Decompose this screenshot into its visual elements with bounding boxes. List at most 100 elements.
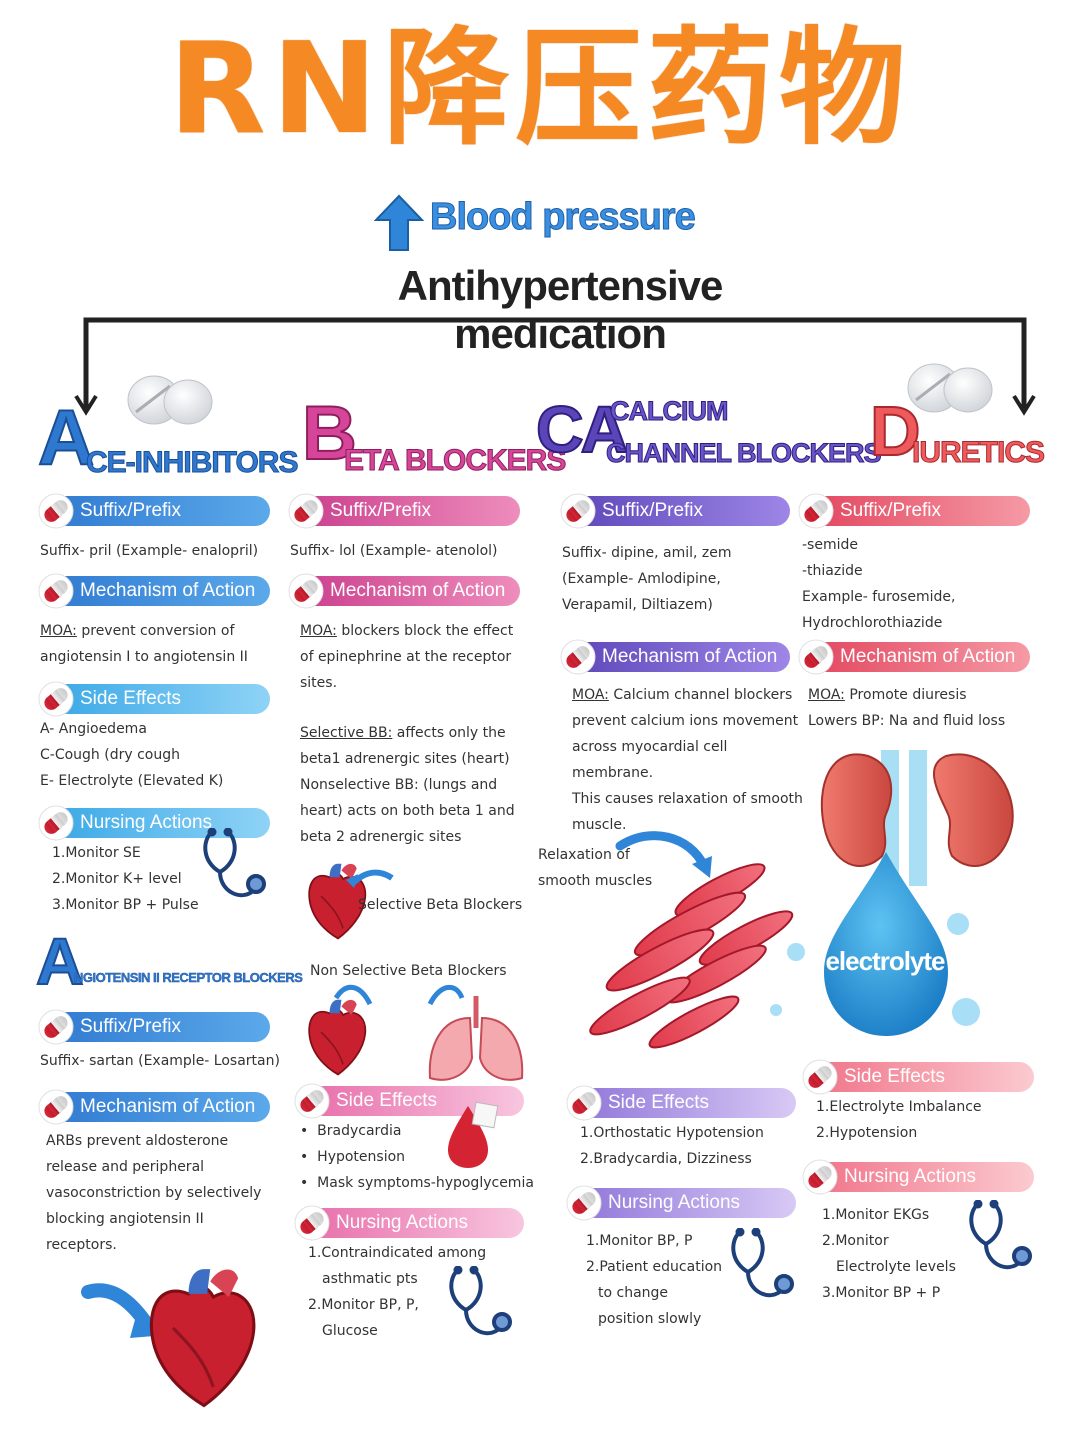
electrolyte-label: electrolyte: [825, 946, 945, 976]
pill-label: Nursing Actions: [80, 812, 213, 833]
beta-suffix-pill: Suffix/Prefix: [288, 493, 520, 529]
stethoscope-icon: [969, 1200, 1032, 1270]
list-item: 1.Monitor SE: [52, 845, 141, 861]
page-title: RN降压药物: [168, 15, 912, 162]
pill-label: Nursing Actions: [608, 1192, 741, 1213]
diuretics-suffix-pill: Suffix/Prefix: [798, 493, 1030, 529]
ca-se-pill: Side Effects: [566, 1085, 796, 1121]
selective-line: beta1 adrenergic sites (heart): [300, 751, 510, 767]
list-item: • Bradycardia: [300, 1123, 402, 1139]
pill-label: Suffix/Prefix: [80, 500, 182, 521]
diuretics-moa-text: MOA: Promote diuresis Lowers BP: Na and …: [808, 682, 1038, 734]
moa-line: release and peripheral: [46, 1159, 205, 1175]
beta-na-list: 1.Contraindicated among asthmatic pts 2.…: [308, 1240, 498, 1344]
moa-line: Lowers BP: Na and fluid loss: [808, 713, 1006, 729]
list-item: 1.Orthostatic Hypotension: [580, 1125, 764, 1141]
moa-line: of epinephrine at the receptor: [300, 649, 512, 665]
ace-na-list: 1.Monitor SE 2.Monitor K+ level 3.Monito…: [52, 840, 252, 918]
ca-se-list: 1.Orthostatic Hypotension 2.Bradycardia,…: [580, 1120, 800, 1172]
ca-heading-line1: CALCIUM: [609, 396, 728, 427]
list-item: 2.Bradycardia, Dizziness: [580, 1151, 752, 1167]
pill-label: Mechanism of Action: [602, 646, 778, 667]
up-arrow-icon: [374, 194, 424, 251]
selective-caption: Selective Beta Blockers: [358, 897, 523, 913]
list-item: Electrolyte levels: [836, 1259, 956, 1275]
diuretics-na-pill: Nursing Actions: [802, 1159, 1034, 1195]
pill-label: Nursing Actions: [336, 1212, 469, 1233]
pill-label: Suffix/Prefix: [80, 1016, 182, 1037]
capsule-icon: [560, 493, 596, 529]
moa-prefix: MOA:: [300, 623, 337, 639]
ace-na-pill: Nursing Actions: [38, 805, 270, 841]
beta-na-pill: Nursing Actions: [294, 1205, 524, 1241]
list-item: A- Angioedema: [40, 721, 147, 737]
capsule-icon: [294, 1083, 330, 1119]
selective-line: beta 2 adrenergic sites: [300, 829, 462, 845]
list-item: C-Cough (dry cough: [40, 747, 180, 763]
tablet-icon: [127, 375, 213, 425]
capsule-icon: [566, 1085, 602, 1121]
ca-heading-line2: CHANNEL BLOCKERS: [606, 438, 883, 469]
heart-lungs-illustration: [308, 985, 524, 1081]
list-item: • Mask symptoms-hypoglycemia: [300, 1175, 534, 1191]
caption-line: smooth muscles: [538, 873, 653, 889]
pill-label: Nursing Actions: [844, 1166, 977, 1187]
moa-prefix: MOA:: [40, 623, 77, 639]
capsule-icon: [38, 1089, 74, 1125]
moa-line: blocking angiotensin II: [46, 1211, 204, 1227]
diuretics-se-pill: Side Effects: [802, 1059, 1034, 1095]
moa-line: membrane.: [572, 765, 654, 781]
list-item: E- Electrolyte (Elevated K): [40, 773, 224, 789]
arb-suffix-text: Suffix- sartan (Example- Losartan): [40, 1053, 280, 1069]
suffix-line: Hydrochlorothiazide: [802, 615, 943, 631]
pill-label: Mechanism of Action: [80, 1096, 256, 1117]
ca-na-pill: Nursing Actions: [566, 1185, 796, 1221]
beta-letter: B: [301, 391, 358, 476]
stethoscope-icon: [449, 1266, 512, 1336]
capsule-icon: [288, 573, 324, 609]
pill-label: Mechanism of Action: [80, 580, 256, 601]
pill-label: Suffix/Prefix: [330, 500, 432, 521]
list-item: 1.Monitor BP, P: [586, 1233, 693, 1249]
capsule-icon: [38, 1009, 74, 1045]
stethoscope-icon: [731, 1228, 794, 1298]
blood-drop-icon: [448, 1101, 499, 1168]
moa-line: prevent conversion of: [76, 623, 235, 639]
ace-suffix-text: Suffix- pril (Example- enalopril): [40, 543, 259, 559]
ca-na-list: 1.Monitor BP, P 2.Patient education to c…: [586, 1228, 746, 1332]
pill-label: Mechanism of Action: [840, 646, 1016, 667]
beta-suffix-text: Suffix- lol (Example- atenolol): [290, 543, 498, 559]
list-item: 2.Monitor BP, P,: [308, 1297, 419, 1313]
moa-line: ARBs prevent aldosterone: [46, 1133, 229, 1149]
ca-letter: CA: [535, 392, 629, 466]
capsule-icon: [802, 1159, 838, 1195]
pill-label: Mechanism of Action: [330, 580, 506, 601]
list-item: asthmatic pts: [322, 1271, 418, 1287]
moa-line: receptors.: [46, 1237, 117, 1253]
ace-moa-pill: Mechanism of Action: [38, 573, 270, 609]
moa-line: Promote diuresis: [844, 687, 967, 703]
suffix-line: Verapamil, Diltiazem): [562, 597, 713, 613]
pill-label: Side Effects: [608, 1092, 710, 1113]
beta-heading: ETA BLOCKERS: [343, 444, 566, 478]
nonselective-caption: Non Selective Beta Blockers: [310, 963, 507, 979]
list-item: Glucose: [322, 1323, 378, 1339]
list-item: to change: [598, 1285, 669, 1301]
selective-line: Nonselective BB: (lungs and: [300, 777, 498, 793]
arb-letter: A: [35, 924, 85, 998]
caption-line: Relaxation of: [538, 847, 630, 863]
arb-moa-text: ARBs prevent aldosterone release and per…: [46, 1128, 286, 1258]
heart-illustration: [81, 1267, 256, 1408]
stethoscope-icon: [203, 828, 266, 898]
moa-prefix: MOA:: [572, 687, 609, 703]
suffix-line: -thiazide: [802, 563, 863, 579]
moa-line: prevent calcium ions movement: [572, 713, 799, 729]
heart-illustration: [308, 862, 394, 940]
beta-moa-pill: Mechanism of Action: [288, 573, 520, 609]
kidney-drop-illustration: [820, 750, 1014, 1036]
capsule-icon: [38, 681, 74, 717]
connector-lines: [74, 317, 1036, 416]
capsule-icon: [560, 639, 596, 675]
tablet-icon: [907, 363, 993, 413]
suffix-line: Suffix- dipine, amil, zem: [562, 545, 732, 561]
